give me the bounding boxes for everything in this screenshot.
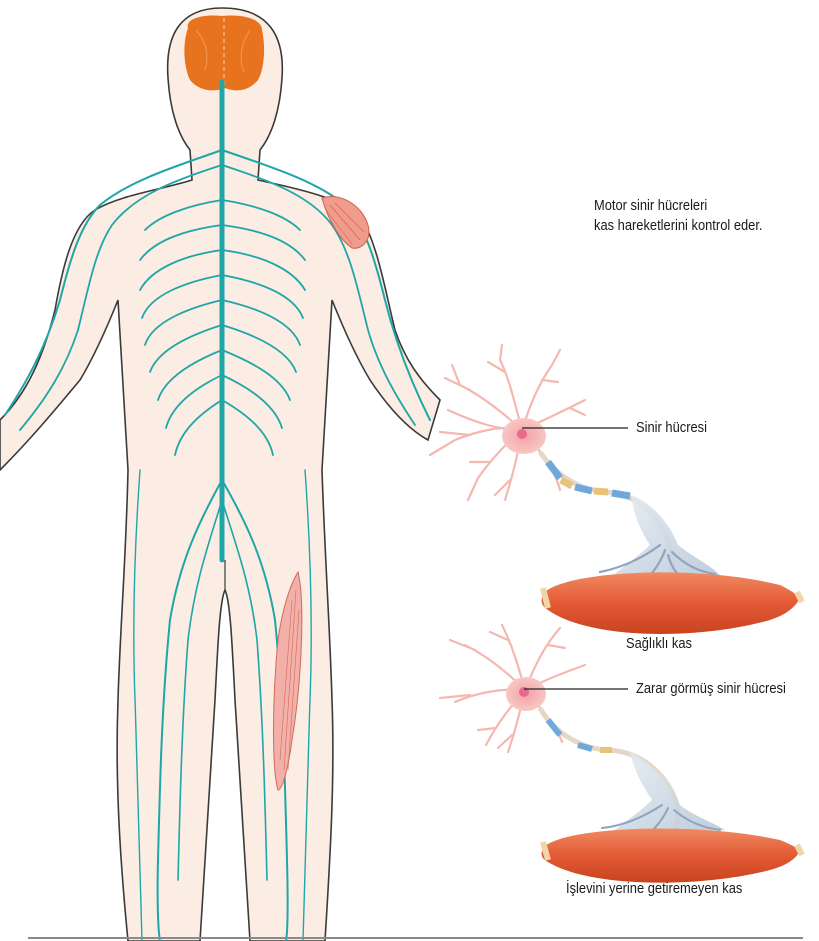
brain: [184, 16, 264, 91]
motor-neuron-caption-line1: Motor sinir hücreleri: [594, 196, 707, 216]
nonfunctional-muscle: [542, 829, 800, 883]
bottom-divider: [28, 937, 803, 939]
healthy-muscle-label: Sağlıklı kas: [626, 634, 692, 654]
nerve-cell-label: Sinir hücresi: [636, 418, 707, 438]
motor-neuron-caption-line2: kas hareketlerini kontrol eder.: [594, 216, 763, 236]
healthy-neuron: [430, 345, 802, 634]
healthy-muscle: [542, 572, 800, 634]
damaged-nerve-cell-label: Zarar görmüş sinir hücresi: [636, 679, 786, 699]
damaged-neuron: [440, 625, 802, 883]
nonfunctional-muscle-label: İşlevini yerine getiremeyen kas: [566, 879, 742, 899]
